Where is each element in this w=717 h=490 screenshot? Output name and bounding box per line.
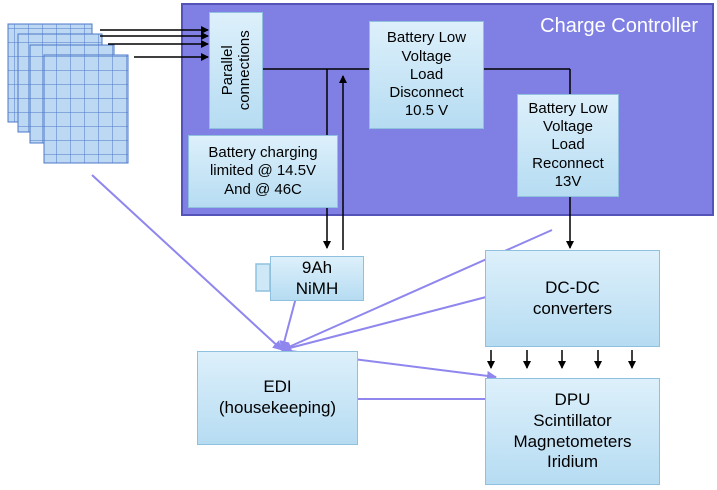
- battery-charging-label: Battery charging limited @ 14.5V And @ 4…: [208, 144, 318, 198]
- solar-panel-stack: [7, 23, 129, 164]
- edi-housekeeping-box: EDI (housekeeping): [197, 351, 358, 445]
- battery-label: 9Ah NiMH: [295, 257, 339, 298]
- payload-box: DPU Scintillator Magnetometers Iridium: [485, 378, 660, 485]
- charge-controller-title: Charge Controller: [540, 15, 698, 37]
- parallel-connections-label: Parallel connections: [218, 30, 253, 111]
- parallel-connections-box: Parallel connections: [209, 12, 263, 129]
- dcdc-converters-box: DC-DC converters: [485, 250, 660, 347]
- payload-label: DPU Scintillator Magnetometers Iridium: [513, 390, 632, 472]
- dcdc-converters-label: DC-DC converters: [532, 277, 613, 318]
- edi-housekeeping-label: EDI (housekeeping): [218, 377, 337, 417]
- load-reconnect-box: Battery Low Voltage Load Reconnect 13V: [517, 94, 619, 197]
- battery-box: 9Ah NiMH: [270, 256, 364, 301]
- load-reconnect-label: Battery Low Voltage Load Reconnect 13V: [528, 99, 608, 190]
- dcdc-output-arrows: [487, 350, 636, 369]
- battery-terminal: [255, 263, 271, 292]
- battery-charging-box: Battery charging limited @ 14.5V And @ 4…: [188, 135, 338, 208]
- panel-input-arrows: [100, 26, 209, 61]
- load-disconnect-label: Battery Low Voltage Load Disconnect 10.5…: [386, 29, 467, 120]
- load-disconnect-box: Battery Low Voltage Load Disconnect 10.5…: [369, 21, 484, 129]
